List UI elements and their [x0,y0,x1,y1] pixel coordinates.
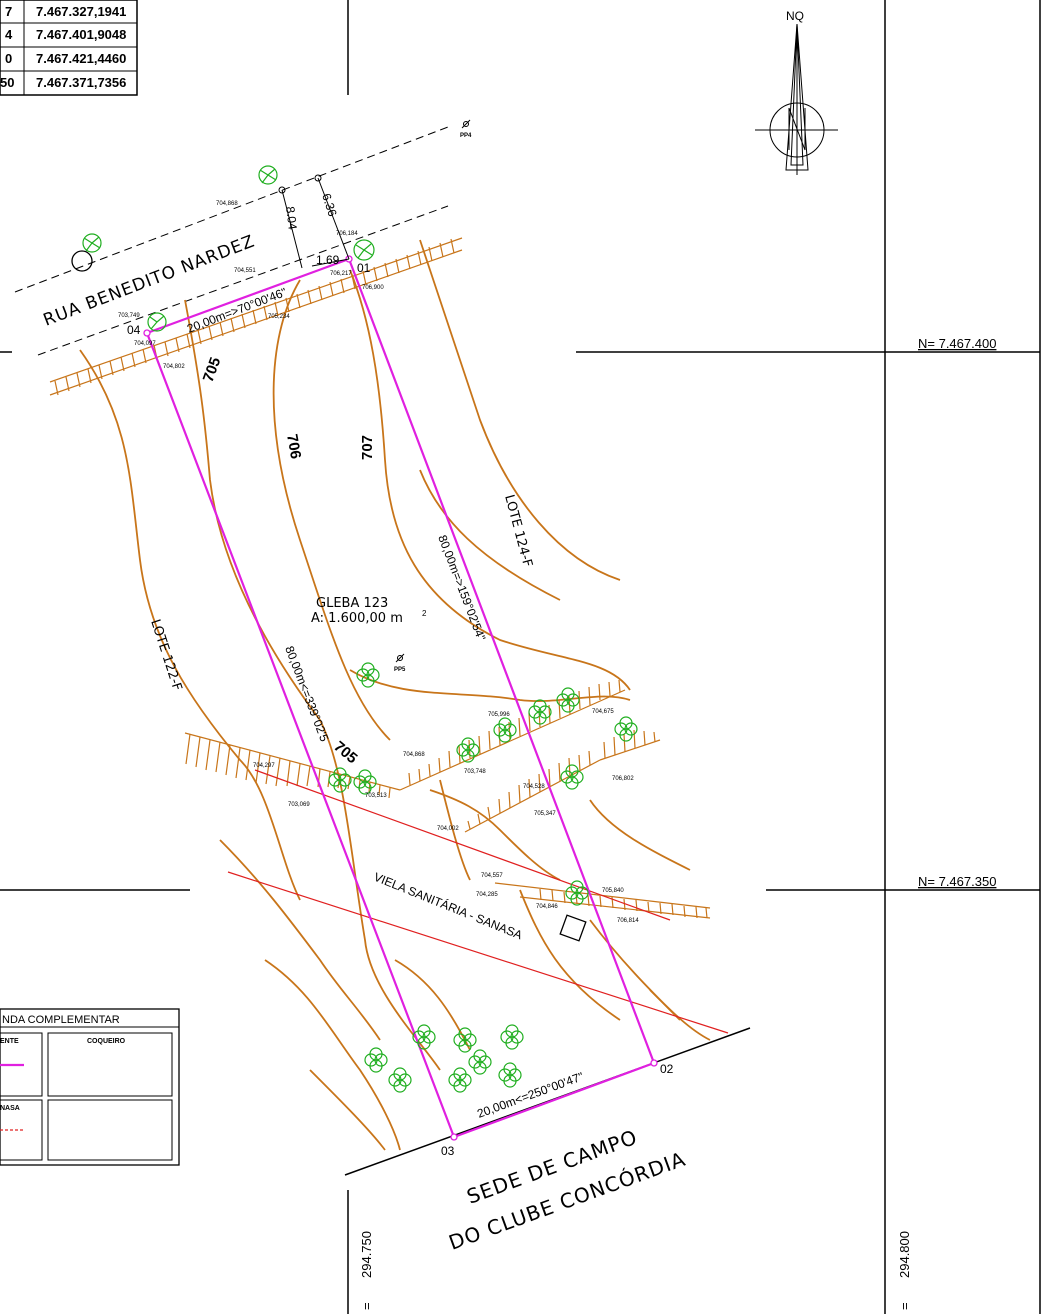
dimension-front: 20,00m=>70°00'46" [185,285,288,336]
grid-label-n400: N= 7.467.400 [918,336,996,351]
embankment-top [49,237,463,396]
legend-cell-1-label: ENTE [0,1038,19,1045]
offset-label-b: 6.36 [319,192,340,219]
coordinate-table: 7 7.467.327,1941 4 7.467.401,9048 0 7.46… [0,0,138,96]
grid-label-e800: 294.800 [897,1231,912,1278]
vertex-label-04: 04 [127,323,141,337]
parcel-area-unit-superscript: 2 [422,609,427,618]
table-row-4-id: 50 [0,75,14,90]
table-row-3-id: 0 [5,51,12,66]
table-row-3-northing: 7.467.421,4460 [36,51,126,66]
offset-label-a: 8.04 [283,206,300,231]
manhole-icon [559,914,587,942]
elevation-label: 704,097 [134,341,156,347]
legend-title: NDA COMPLEMENTAR [2,1014,120,1026]
contour-label-705-upper: 705 [200,355,225,384]
elevation-label: 706,802 [612,776,634,782]
survey-point-pp5-label: PP5 [394,667,406,673]
lot-label-122f: LOTE 122-F [147,618,184,693]
embankment-middle [184,679,626,799]
elevation-label: 704,868 [403,752,425,758]
table-row-1-northing: 7.467.327,1941 [36,4,126,19]
elevation-label: 703,513 [365,793,387,799]
survey-point-pp4-label: PP4 [460,133,472,139]
spot-elevations: 704,868 706,184 704,551 706,217 706,900 … [118,201,639,924]
offset-label-c: 1.69 [316,253,340,267]
easement-label: VIELA SANITÁRIA - SANASA [372,869,525,942]
vertex-label-03: 03 [441,1144,455,1158]
parcel-area: A: 1.600,00 m [311,611,403,626]
tree-icon [82,233,102,253]
parcel-vertices [143,255,658,1141]
elevation-label: 704,285 [476,892,498,898]
elevation-label: 704,528 [523,784,545,790]
table-row-4-northing: 7.467.371,7356 [36,75,126,90]
elevation-label: 704,002 [437,826,459,832]
elevation-label: 704,868 [216,201,238,207]
survey-point-pp4-icon [461,119,471,129]
tree-icon [258,165,278,185]
dimension-left: 80,00m<=339°02'5 [282,644,331,744]
vegetation-cluster [328,662,638,1093]
elevation-label: 704,297 [253,763,275,769]
grid-label-e750: 294.750 [359,1231,374,1278]
legend-cell-3-label: NASA [0,1105,20,1112]
table-row-2-id: 4 [5,27,13,42]
elevation-label: 706,900 [362,285,384,291]
elevation-label: 705,840 [602,888,624,894]
tree-trunk-icon [71,250,93,272]
elevation-label: 704,846 [536,904,558,910]
tree-icon [147,312,167,332]
elevation-label: 706,217 [330,271,352,277]
survey-point-pp5-icon [395,653,405,663]
vertex-label-01: 01 [357,261,371,275]
contour-lines [79,239,711,1151]
table-row-2-northing: 7.467.401,9048 [36,27,126,42]
elevation-label: 704,551 [234,268,256,274]
north-arrow-icon: NQ [755,9,838,175]
grid-labels: N= 7.467.400 N= 7.467.350 294.750 = 294.… [359,336,996,1310]
elevation-label: 706,814 [617,918,639,924]
elevation-label: 704,675 [592,709,614,715]
legend: NDA COMPLEMENTAR ENTE COQUEIRO NASA [0,1008,180,1166]
elevation-label: 704,802 [163,364,185,370]
street-alignment [14,126,449,356]
contour-label-706: 706 [283,433,304,461]
elevation-label: 705,996 [488,712,510,718]
table-row-1-id: 7 [5,4,12,19]
lot-label-124f: LOTE 124-F [501,493,535,569]
elevation-label: 703,748 [464,769,486,775]
tree-icon [353,239,375,261]
offset-dimensions [278,174,350,269]
legend-cell-2-label: COQUEIRO [87,1038,126,1045]
elevation-label: 704,557 [481,873,503,879]
elevation-label: 705,234 [268,314,290,320]
contour-label-707: 707 [359,435,376,460]
grid-label-n350: N= 7.467.350 [918,874,996,889]
vertex-label-02: 02 [660,1062,674,1076]
grid-label-e750-prefix: = [359,1302,374,1310]
parcel-name: GLEBA 123 [316,596,388,611]
elevation-label: 705,347 [534,811,556,817]
elevation-label: 706,184 [336,231,358,237]
elevation-label: 703,749 [118,313,140,319]
elevation-label: 703,069 [288,802,310,808]
grid-label-e800-prefix: = [897,1302,912,1310]
north-label: NQ [786,9,804,23]
